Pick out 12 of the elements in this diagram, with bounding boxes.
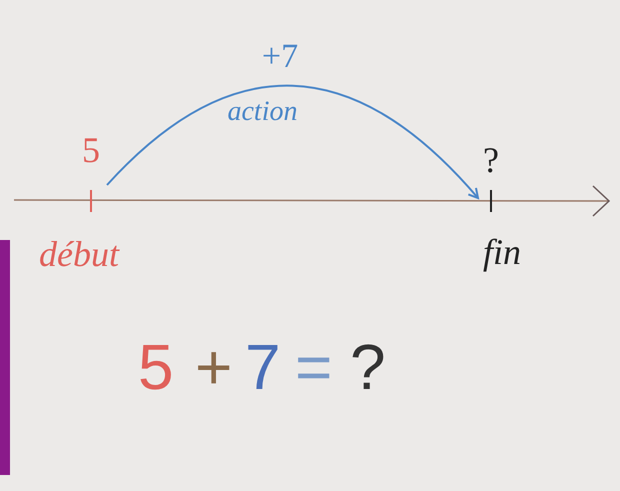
point-label: ?: [483, 142, 499, 178]
arc-arrow: [106, 84, 479, 199]
equation-term: ?: [350, 335, 386, 399]
equation-term: 5: [138, 335, 174, 399]
point-label: 5: [82, 132, 100, 168]
equation-term: 7: [245, 335, 281, 399]
equation-term: =: [295, 335, 332, 399]
action-label: action: [226, 98, 298, 126]
point-caption: début: [38, 233, 121, 276]
edge-label: +7: [260, 40, 300, 74]
equation-term: +: [195, 335, 232, 399]
point-caption: fin: [482, 231, 522, 274]
